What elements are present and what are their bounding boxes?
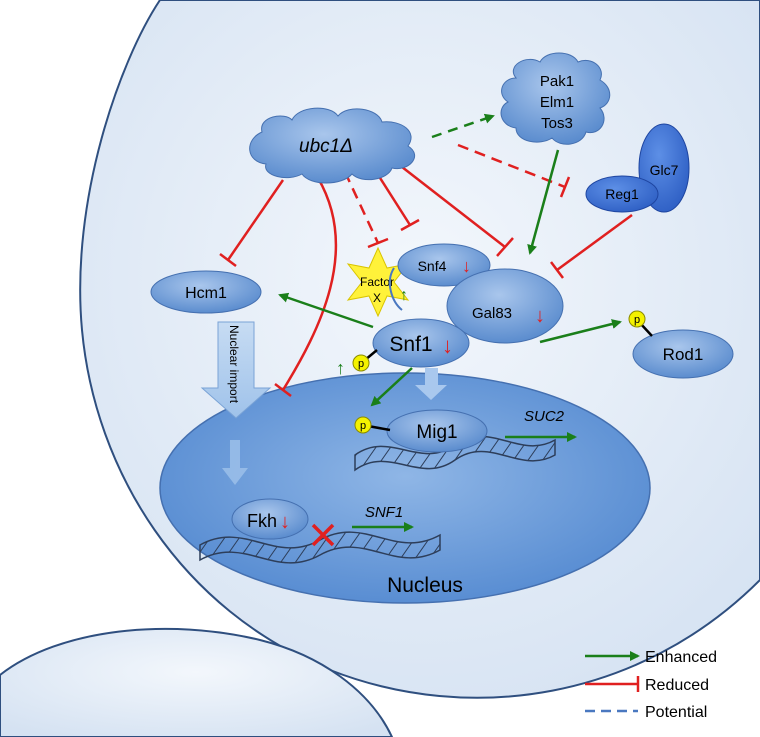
snf1-label: Snf1 [389,333,432,356]
legend: Enhanced Reduced Potential [585,649,717,721]
gal83-node: Gal83 ↓ [446,268,564,344]
fkh-label: Fkh [247,511,277,531]
snf1-phospho-badge [352,354,370,372]
rod1-node: Rod1 [632,329,734,379]
rod1-phospho-label: p [634,314,640,326]
pak1-elm1-tos3-node: Pak1 Elm1 Tos3 [500,52,611,145]
blocked-transcription-x [311,523,335,547]
nuclear-import-arrow: Nuclear import [200,321,272,485]
snf4-down-arrow: ↓ [462,256,471,276]
edge-snf1-rod1 [539,319,622,344]
snf1-gene-label: SNF1 [365,504,403,521]
edge-ubc1-gal83 [392,159,506,248]
factor-x-label-line1: Factor [360,275,394,289]
reg1-node: Reg1 [585,175,659,213]
edge-ubc1-snf4 [373,169,412,226]
snf1-down-arrow: ↓ [442,333,453,358]
pak1-label: Pak1 [540,73,574,90]
hcm1-node: Hcm1 [150,270,262,314]
fkh-node: Fkh ↓ [231,498,309,540]
rod1-label: Rod1 [663,345,704,364]
edge-snf1-mig1 [370,367,413,407]
edge-ubc1-nuclear-import [281,177,338,391]
legend-reduced-label: Reduced [645,677,709,694]
factor-x-up-arrow: ↑ [400,287,408,304]
dna-helix-fkh [199,531,441,564]
nucleus-label: Nucleus [387,574,463,597]
rod1-phospho-badge [628,310,646,328]
factor-x-snf1-curve [388,267,403,311]
suc2-gene-label: SUC2 [524,408,565,425]
legend-enhanced-label: Enhanced [645,649,717,666]
fkh-down-arrow: ↓ [280,511,290,533]
snf1-phospho-label: p [358,358,364,370]
snf4-node: Snf4 ↓ [397,243,491,287]
tos3-label: Tos3 [541,115,573,132]
edge-ubc1-reg1 [457,143,566,189]
edge-ubc1-hcm1 [226,179,285,261]
elm1-label: Elm1 [540,94,574,111]
gal83-label: Gal83 [472,305,512,322]
snf1-phospho-up-arrow: ↑ [336,358,345,378]
gal83-down-arrow: ↓ [535,305,545,327]
ubc1-delta-label: ubc1Δ [299,136,353,157]
snf4-label: Snf4 [418,258,447,274]
factor-x-label-line2: X [373,291,381,305]
snf1-nuclear-entry-arrow [415,368,447,400]
dna-helix-mig1 [354,435,556,472]
mig1-node: Mig1 [386,409,488,453]
mig1-phospho-label: p [360,420,366,432]
glc7-label: Glc7 [650,162,679,178]
legend-potential-label: Potential [645,704,707,721]
reg1-label: Reg1 [605,186,639,202]
mig1-label: Mig1 [416,422,457,443]
edge-pak1-gal83 [527,149,560,255]
neighbor-cell [0,627,394,737]
edge-ubc1-pak1 [431,113,495,139]
hcm1-label: Hcm1 [185,285,227,302]
edge-ubc1-factor-x [343,171,380,244]
snf1-node: Snf1 ↓ [372,318,470,368]
mig1-phospho-badge [354,416,372,434]
ubc1-delta-node: ubc1Δ [249,107,415,184]
edge-reg1-gal83 [556,213,633,272]
edge-snf1-hcm1 [278,292,374,329]
nuclear-import-label: Nuclear import [227,325,241,404]
